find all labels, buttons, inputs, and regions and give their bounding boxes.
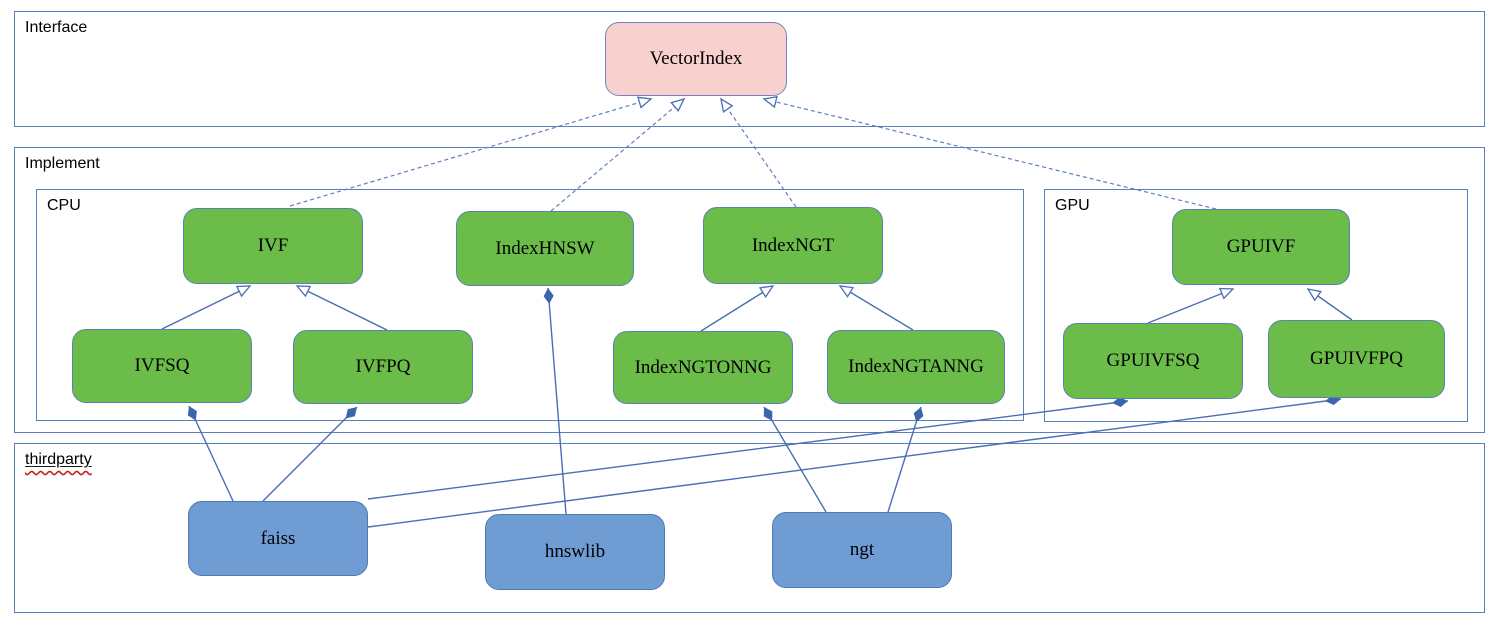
node-faiss: faiss (188, 501, 368, 576)
gpu-label: GPU (1055, 197, 1090, 214)
node-gpuivfpq: GPUIVFPQ (1268, 320, 1445, 398)
node-ivfsq-label: IVFSQ (134, 355, 190, 376)
node-gpuivfsq-label: GPUIVFSQ (1106, 350, 1200, 371)
node-indexngtanng-label: IndexNGTANNG (848, 356, 984, 377)
node-indexhnsw: IndexHNSW (456, 211, 634, 286)
node-indexhnsw-label: IndexHNSW (495, 237, 595, 259)
node-hnswlib-label: hnswlib (544, 541, 606, 562)
node-indexngtonng: IndexNGTONNG (613, 331, 793, 404)
node-faiss-label: faiss (260, 527, 296, 549)
node-ivfpq: IVFPQ (293, 330, 473, 404)
thirdparty-label: thirdparty (25, 451, 92, 469)
node-indexngtanng: IndexNGTANNG (827, 330, 1005, 404)
node-ivf: IVF (183, 208, 363, 284)
node-gpuivf: GPUIVF (1172, 209, 1350, 285)
node-indexngtonng-label: IndexNGTONNG (634, 356, 772, 378)
node-gpuivfsq: GPUIVFSQ (1063, 323, 1243, 399)
cpu-label: CPU (47, 197, 81, 214)
thirdparty-label-text: thirdparty (25, 451, 92, 468)
node-gpuivf-label: GPUIVF (1226, 236, 1296, 257)
node-ngt: ngt (772, 512, 952, 588)
node-gpuivfpq-label: GPUIVFPQ (1310, 348, 1403, 369)
node-ivfsq: IVFSQ (72, 329, 252, 403)
node-ivfpq-label: IVFPQ (355, 356, 411, 377)
node-indexngt: IndexNGT (703, 207, 883, 284)
node-ngt-label: ngt (849, 539, 875, 560)
node-vectorindex-label: VectorIndex (649, 48, 743, 69)
implement-label: Implement (25, 155, 100, 172)
node-hnswlib: hnswlib (485, 514, 665, 590)
node-vectorindex: VectorIndex (605, 22, 787, 96)
interface-label: Interface (25, 19, 88, 36)
node-indexngt-label: IndexNGT (751, 234, 835, 256)
node-ivf-label: IVF (257, 235, 289, 256)
